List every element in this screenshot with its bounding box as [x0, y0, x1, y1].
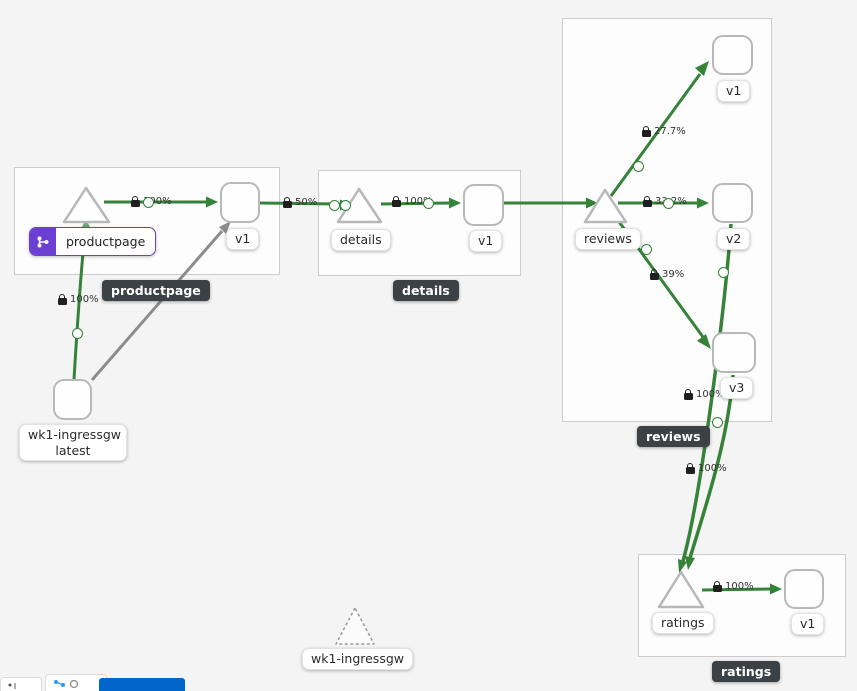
edge-label-gw-to-productpage: 100%: [58, 294, 99, 305]
node-reviews-v1[interactable]: [712, 35, 753, 75]
node-ingress-service-idle[interactable]: [335, 607, 375, 645]
node-label-reviews-v3: v3: [720, 377, 754, 399]
node-reviews-v2[interactable]: [712, 183, 753, 223]
virtual-service-badge[interactable]: productpage: [29, 227, 157, 256]
edge-v2-to-ratings[interactable]: [681, 223, 733, 562]
control-glyph: [8, 683, 16, 689]
node-label-ratings: ratings: [652, 612, 714, 634]
mtls-lock-icon: [686, 463, 695, 474]
edge-percentage: 100%: [143, 196, 172, 207]
edge-label-ratings-to-v1: 100%: [713, 581, 754, 592]
edge-percentage: 50%: [295, 197, 318, 208]
ingress-label-line2: latest: [55, 442, 91, 458]
traffic-marker: [423, 198, 434, 209]
edge-label-reviews-to-v1: 27.7%: [642, 126, 686, 137]
node-label-ratings-v1: v1: [791, 613, 825, 635]
node-ratings-service[interactable]: [657, 570, 705, 609]
graph-control-chip-2[interactable]: [45, 674, 107, 691]
edge-ingress-to-productpage-v1[interactable]: [90, 230, 224, 381]
edge-label-v3-to-ratings: 100%: [684, 389, 725, 400]
node-label-ingress-workload: wk1-ingressgw latest: [19, 424, 127, 462]
edge-percentage: 100%: [404, 196, 433, 207]
node-label-reviews-v2: v2: [717, 228, 751, 250]
node-productpage-v1[interactable]: [220, 182, 260, 223]
arrowhead-details-to-v1: [449, 197, 461, 209]
edge-label-reviews-to-v3: 39%: [650, 269, 684, 280]
arrowhead-ratings-to-v1: [770, 583, 782, 595]
arrowhead-reviews-to-v1: [695, 61, 709, 76]
edge-v1-to-details[interactable]: [258, 201, 341, 206]
node-ratings-v1[interactable]: [784, 569, 824, 609]
badge-label: productpage: [66, 234, 146, 249]
traffic-marker: [712, 417, 723, 428]
group-tooltip-reviews: reviews: [637, 426, 710, 447]
mtls-lock-icon: [283, 197, 292, 208]
traffic-marker: [641, 244, 652, 255]
ingress-label-line1: wk1-ingressgw: [28, 427, 121, 442]
arrowhead-ingress-to-productpage-v1: [219, 221, 231, 234]
edge-percentage: 39%: [662, 269, 685, 280]
graph-layout-icon: [54, 679, 79, 689]
arrowhead-v2-to-ratings: [678, 559, 687, 573]
mtls-lock-icon: [650, 269, 659, 280]
virtual-service-icon: [30, 228, 56, 255]
node-label-details-v1: v1: [469, 230, 503, 252]
node-details-v1[interactable]: [463, 184, 504, 226]
edge-label-v2-to-ratings: 100%: [686, 463, 727, 474]
group-tooltip-productpage: productpage: [102, 280, 210, 301]
arrowhead-reviews-to-v3: [697, 334, 711, 349]
node-label-reviews: reviews: [575, 228, 641, 250]
mtls-lock-icon: [643, 196, 652, 207]
traffic-marker: [72, 328, 83, 339]
arrowhead-reviews-to-v2: [697, 197, 709, 209]
traffic-marker: [718, 267, 729, 278]
mtls-lock-icon: [131, 196, 140, 207]
node-label-details: details: [331, 229, 391, 251]
edge-percentage: 100%: [696, 389, 725, 400]
mtls-lock-icon: [713, 581, 722, 592]
edge-percentage: 100%: [725, 581, 754, 592]
node-label-reviews-v1: v1: [717, 80, 751, 102]
node-label-productpage-v1: v1: [226, 228, 260, 250]
edge-label-v1-to-details: 50%: [283, 197, 317, 208]
mtls-lock-icon: [684, 389, 693, 400]
arrowhead-v1-to-reviews: [586, 197, 598, 209]
mtls-lock-icon: [642, 126, 651, 137]
traffic-marker: [663, 198, 674, 209]
group-tooltip-ratings: ratings: [712, 661, 781, 682]
edge-reviews-to-v1[interactable]: [609, 73, 702, 197]
mtls-lock-icon: [392, 196, 401, 207]
node-reviews-service[interactable]: [583, 188, 628, 224]
group-tooltip-details: details: [393, 280, 459, 301]
graph-control-chip-1[interactable]: [0, 677, 42, 691]
edge-percentage: 100%: [698, 463, 727, 474]
edge-percentage: 100%: [70, 294, 99, 305]
legend-button[interactable]: [99, 678, 185, 691]
traffic-marker: [633, 161, 644, 172]
mtls-lock-icon: [58, 294, 67, 305]
node-ingress-workload[interactable]: [53, 379, 92, 420]
node-reviews-v3[interactable]: [712, 332, 756, 373]
arrowhead-productpage-to-v1: [206, 196, 218, 208]
edge-label-details-to-v1: 100%: [392, 196, 433, 207]
traffic-marker: [329, 200, 340, 211]
node-label-ingress-service: wk1-ingressgw: [302, 648, 413, 670]
node-productpage-service[interactable]: [62, 186, 111, 224]
edge-label-productpage-to-v1: 100%: [131, 196, 172, 207]
traffic-marker: [143, 197, 154, 208]
traffic-marker: [340, 200, 351, 211]
edge-percentage: 27.7%: [654, 126, 686, 137]
arrowhead-v3-to-ratings: [685, 556, 695, 570]
